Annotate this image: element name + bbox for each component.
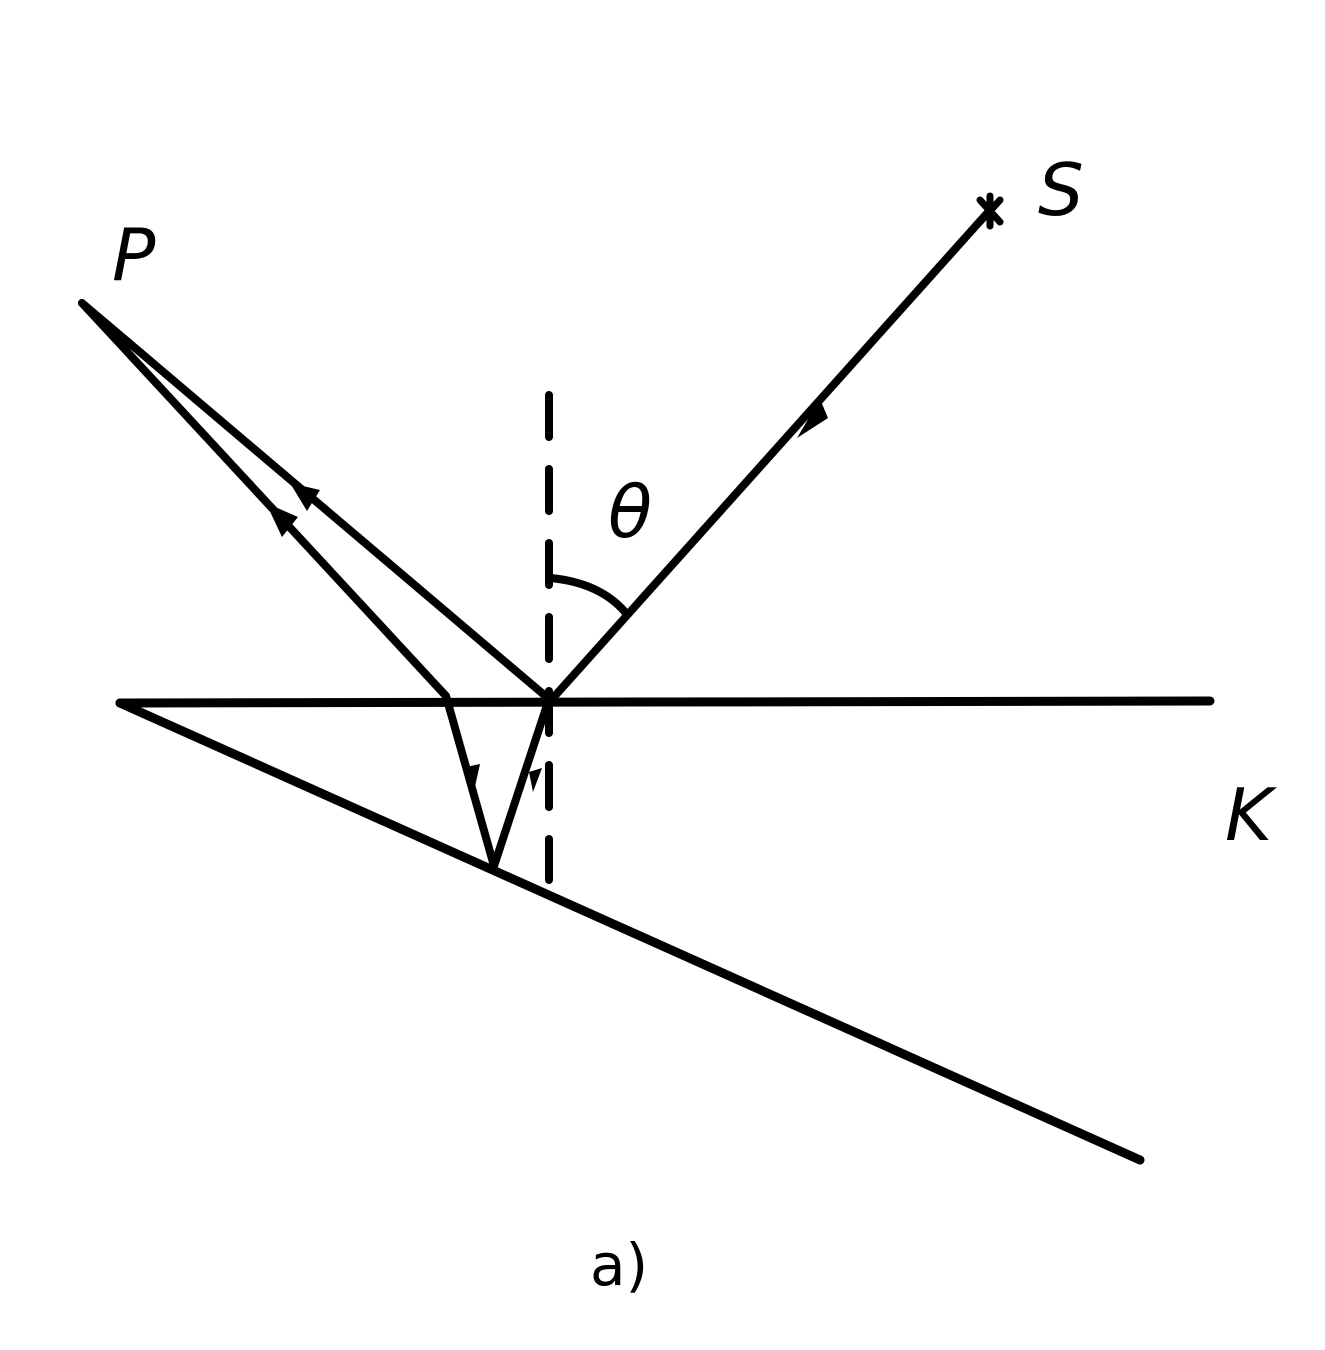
bottom-surface-line — [115, 698, 1145, 1165]
reflected-ray-top-line — [78, 299, 553, 703]
top-surface-line — [115, 696, 1215, 708]
refracted-ray-down-line — [490, 695, 553, 870]
label-k: K — [1225, 773, 1277, 857]
reflected-ray-top-arrow — [290, 483, 320, 511]
label-theta: θ — [608, 470, 652, 554]
incident-ray-line — [549, 206, 994, 702]
angle-arc — [547, 574, 629, 616]
incident-ray-arrow — [797, 399, 828, 438]
refracted-ray-down-arrow — [529, 768, 542, 792]
internal-reflected-ray-line — [442, 692, 498, 870]
figure-caption: a) — [590, 1231, 648, 1299]
label-s: S — [1038, 148, 1084, 232]
emergent-ray-arrow — [266, 503, 298, 537]
label-p: P — [112, 213, 156, 297]
emergent-ray-line — [78, 299, 450, 700]
internal-reflected-ray-arrow — [466, 764, 480, 791]
source-star-icon — [976, 192, 1004, 230]
